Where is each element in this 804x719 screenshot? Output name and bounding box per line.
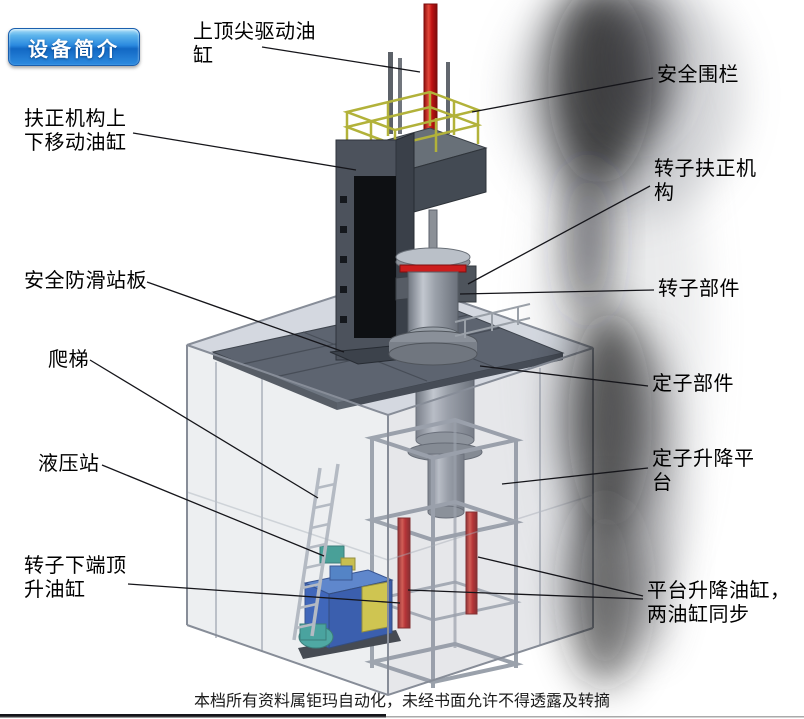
label-antislip-board: 安全防滑站板: [24, 270, 147, 292]
main-column: [329, 132, 431, 365]
platform-lift-cylinders: [397, 511, 478, 629]
hydraulic-details: [319, 545, 356, 581]
side-railing: [454, 303, 531, 338]
enclosure-inner-frame: [186, 362, 594, 652]
smoke-shadow: [548, 0, 680, 685]
label-safety-fence: 安全围栏: [657, 64, 739, 86]
label-top-cylinder: 上顶尖驱动油缸: [193, 21, 316, 68]
footer-text: 本档所有资料属钜玛自动化，未经书面允许不得透露及转摘: [193, 693, 610, 710]
bottom-border: [0, 714, 804, 718]
label-rotor-centering: 转子扶正机构: [654, 158, 757, 205]
label-hydraulic-station: 液压站: [38, 453, 100, 475]
rotor-assembly: [388, 209, 478, 366]
label-stator-platform: 定子升降平台: [652, 448, 755, 495]
scaffold-frame: [364, 417, 524, 688]
leader-lines: [89, 46, 655, 604]
label-centering-cylinder: 扶正机构上下移动油缸: [24, 108, 127, 155]
label-stator-part: 定子部件: [652, 373, 734, 395]
enclosure-frame: [186, 276, 594, 697]
label-rotor-part: 转子部件: [658, 278, 740, 300]
label-ladder: 爬梯: [48, 349, 89, 371]
label-platform-cylinders: 平台升降油缸，两油缸同步: [647, 580, 791, 627]
label-rotor-jack-cylinder: 转子下端顶升油缸: [24, 555, 127, 602]
title-badge-label: 设备简介: [28, 38, 120, 61]
title-badge: 设备简介: [8, 28, 140, 66]
